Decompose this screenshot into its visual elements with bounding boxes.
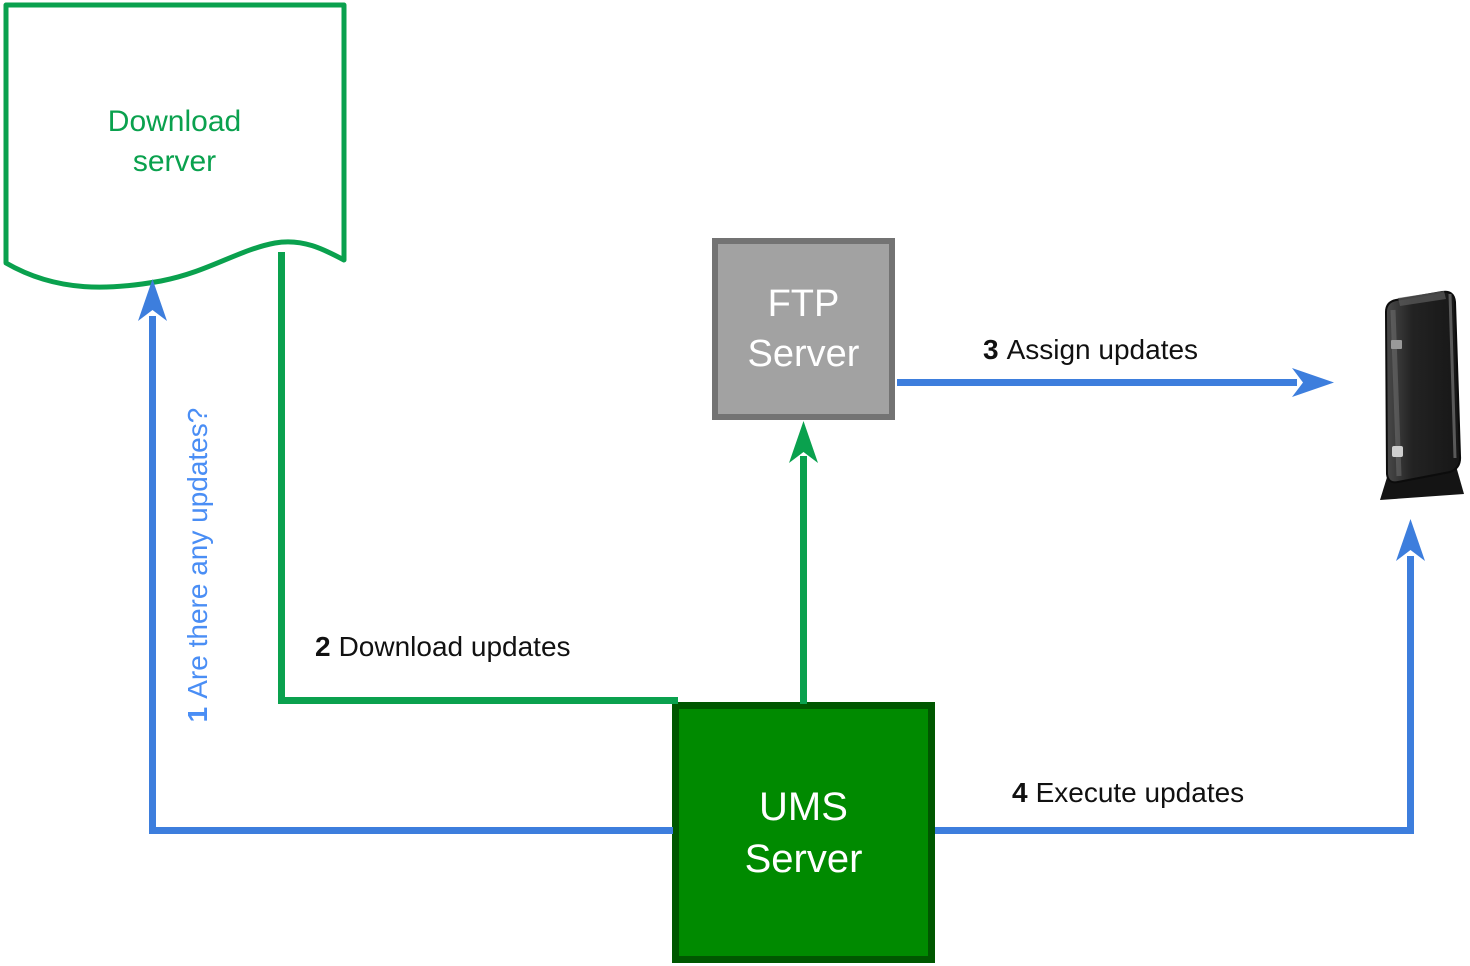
arrow-1-shaft [149,316,156,834]
arrow-4-shaft [1407,556,1414,834]
arrow-2-vertical-segment [278,252,285,704]
step-2-number: 2 [315,631,331,662]
arrow-1-head-icon [138,279,167,321]
arrow-3-shaft [897,379,1297,386]
ftp-server-node: FTP Server [712,238,895,420]
arrow-3-head-icon [1292,368,1334,397]
step-3-text: Assign updates [1006,334,1199,365]
thin-client-image [1380,290,1464,500]
arrow-2-horizontal-segment [278,697,678,704]
arrow-1-horizontal-segment [149,827,673,834]
ums-server-label: UMS Server [744,784,863,881]
step-3-number: 3 [983,334,999,365]
step-1-label: 1 Are there any updates? [182,408,214,723]
ums-to-ftp-arrow-shaft [800,456,807,704]
arrow-4-horizontal-segment [935,827,1414,834]
ums-server-node: UMS Server [672,702,935,963]
step-4-number: 4 [1012,777,1028,808]
ums-to-ftp-arrow-head-icon [789,421,818,463]
arrow-4-head-icon [1396,519,1425,561]
download-server-label-line2: server [132,144,217,178]
step-4-text: Execute updates [1035,777,1245,808]
download-server-shape [3,2,347,290]
step-1-number: 1 [182,706,213,723]
step-1-text: Are there any updates? [182,407,213,699]
ftp-server-label: FTP Server [747,282,860,375]
download-server-label: Download server [6,102,343,181]
step-2-text: Download updates [338,631,571,662]
download-server-label-line1: Download [107,105,242,138]
